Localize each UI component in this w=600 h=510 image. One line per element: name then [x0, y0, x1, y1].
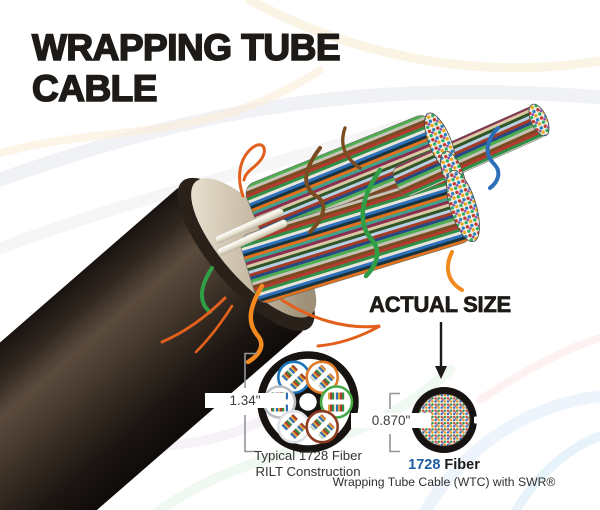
buffer-tube-brown — [305, 409, 340, 444]
rilt-cross-section — [257, 351, 359, 453]
binder-thread-brown — [304, 146, 326, 234]
wtc-caption: Wrapping Tube Cable (WTC) with SWR® — [332, 475, 556, 489]
page-title: WRAPPING TUBE CABLE — [31, 26, 341, 110]
rilt-caption-line-1: Typical 1728 Fiber — [254, 448, 362, 463]
strength-rods — [214, 208, 288, 256]
actual-size-arrow — [435, 322, 447, 379]
title-line-1: WRAPPING TUBE — [31, 26, 341, 69]
binder-thread-green — [360, 167, 383, 279]
binder-thread-orange — [445, 250, 464, 292]
binder-threads — [200, 126, 501, 365]
bundle-cut-ends — [424, 103, 550, 242]
buffer-tube-orange — [305, 360, 340, 395]
binder-thread-green — [200, 266, 214, 314]
buffer-tube-white — [276, 409, 311, 444]
wtc-fiber-label: Fiber — [444, 457, 480, 473]
fiber-bundles — [240, 103, 550, 303]
rilt-caption: Typical 1728 Fiber RILT Construction — [238, 448, 378, 479]
binder-thread-orange — [245, 283, 265, 365]
actual-size-label: ACTUAL SIZE — [369, 292, 512, 318]
ripcords — [160, 143, 381, 354]
buffer-tube-green — [319, 385, 354, 419]
rilt-caption-line-2: RILT Construction — [255, 463, 361, 479]
wtc-cross-section — [409, 387, 479, 453]
mold-notch — [474, 416, 479, 424]
measure-bracket-wtc — [389, 392, 400, 453]
wtc-fiber-count: 1728 — [408, 457, 441, 473]
title-line-2: CABLE — [31, 67, 158, 110]
binder-thread-brown — [341, 126, 362, 170]
measure-bracket-rilt — [244, 352, 257, 453]
rilt-measurement: 1.34" — [205, 393, 285, 408]
binder-thread-blue — [485, 126, 501, 190]
wtc-measurement: 0.870" — [351, 413, 431, 428]
wtc-title: 1728 Fiber — [364, 457, 524, 473]
central-member — [292, 386, 324, 418]
